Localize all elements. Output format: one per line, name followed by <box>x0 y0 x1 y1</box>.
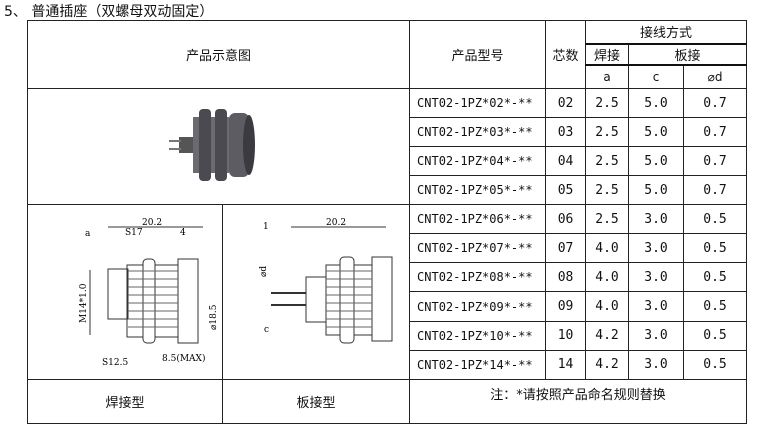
c-cell: 3.0 <box>628 262 685 293</box>
table-row: CNT02-1PZ*08*-** 08 4.0 3.0 0.5 <box>28 262 748 293</box>
table-row: CNT02-1PZ*02*-** 02 2.5 5.0 0.7 <box>26 88 748 205</box>
a-cell: 4.0 <box>585 291 630 322</box>
d-cell: 0.5 <box>683 262 748 293</box>
model-cell: CNT02-1PZ*06*-** <box>409 203 547 235</box>
d-cell: 0.5 <box>683 349 748 381</box>
svg-text:S12.5: S12.5 <box>102 358 128 368</box>
a-cell: 4.2 <box>585 320 630 351</box>
cores-cell: 02 <box>545 88 587 118</box>
model-cell: CNT02-1PZ*03*-** <box>409 117 547 147</box>
note: 注：*请按照产品命名规则替换 <box>409 379 748 424</box>
a-cell: 4.2 <box>585 349 630 381</box>
cores-cell: 03 <box>545 117 587 147</box>
model-cell: CNT02-1PZ*08*-** <box>409 262 547 293</box>
svg-text:c: c <box>264 325 269 335</box>
model-cell: CNT02-1PZ*10*-** <box>409 320 547 351</box>
svg-text:⌀18.5: ⌀18.5 <box>209 304 219 330</box>
cores-cell: 10 <box>545 320 587 351</box>
section-title: 5、 普通插座（双螺母双动固定） <box>4 4 214 20</box>
board-type-drawing: 1 20.2 ⌀d c <box>259 218 393 344</box>
table-row: CNT02-1PZ*03*-** 03 2.5 5.0 0.7 <box>28 117 748 147</box>
c-cell: 3.0 <box>628 291 685 322</box>
table-row: CNT02-1PZ*14*-** 14 4.2 3.0 0.5 <box>28 349 748 381</box>
cores-cell: 08 <box>545 262 587 293</box>
cores-cell: 05 <box>545 175 587 205</box>
svg-text:8.5(MAX): 8.5(MAX) <box>162 353 205 364</box>
c-cell: 3.0 <box>628 233 685 264</box>
a-cell: 2.5 <box>585 203 630 235</box>
board-drawing-cell: 1 20.2 ⌀d c <box>221 204 411 380</box>
svg-text:a: a <box>85 229 91 239</box>
a-cell: 2.5 <box>585 175 630 205</box>
svg-text:M14*1.0: M14*1.0 <box>79 283 89 323</box>
cores-cell: 14 <box>545 349 587 381</box>
a-cell: 2.5 <box>585 117 630 147</box>
d-cell: 0.5 <box>683 291 748 322</box>
c-cell: 5.0 <box>628 88 685 118</box>
cores-cell: 06 <box>545 203 587 235</box>
model-cell: CNT02-1PZ*02*-** <box>409 88 547 118</box>
a-cell: 2.5 <box>585 146 630 176</box>
header-wiring: 接线方式 <box>585 20 748 45</box>
table-row: CNT02-1PZ*05*-** 05 2.5 5.0 0.7 <box>28 175 748 205</box>
d-cell: 0.7 <box>683 146 748 176</box>
d-cell: 0.5 <box>683 320 748 351</box>
c-cell: 3.0 <box>628 203 685 235</box>
cores-cell: 07 <box>545 233 587 264</box>
model-cell: CNT02-1PZ*05*-** <box>409 175 547 205</box>
model-cell: CNT02-1PZ*07*-** <box>409 233 547 264</box>
c-cell: 3.0 <box>628 320 685 351</box>
svg-text:20.2: 20.2 <box>142 218 162 228</box>
c-cell: 5.0 <box>628 175 685 205</box>
table-row: CNT02-1PZ*09*-** 09 4.0 3.0 0.5 <box>28 291 748 322</box>
svg-text:S17: S17 <box>125 228 143 238</box>
d-cell: 0.5 <box>683 233 748 264</box>
label-board-type: 板接型 <box>221 379 411 424</box>
header-cores: 芯数 <box>545 20 587 89</box>
c-cell: 5.0 <box>628 146 685 176</box>
d-cell: 0.7 <box>683 88 748 118</box>
header-a: a <box>585 64 630 89</box>
svg-text:1: 1 <box>263 222 269 232</box>
svg-text:4: 4 <box>180 228 186 238</box>
model-cell: CNT02-1PZ*09*-** <box>409 291 547 322</box>
model-cell: CNT02-1PZ*14*-** <box>409 349 547 381</box>
svg-text:20.2: 20.2 <box>326 218 346 228</box>
a-cell: 4.0 <box>585 262 630 293</box>
d-cell: 0.5 <box>683 203 748 235</box>
product-photo-cell <box>26 88 411 205</box>
d-cell: 0.7 <box>683 175 748 205</box>
header-board: 板接 <box>628 43 748 66</box>
a-cell: 4.0 <box>585 233 630 264</box>
a-cell: 2.5 <box>585 88 630 118</box>
c-cell: 3.0 <box>628 349 685 381</box>
svg-text:⌀d: ⌀d <box>259 266 269 277</box>
header-image: 产品示意图 <box>26 20 411 89</box>
header-c: c <box>628 64 685 89</box>
table-row: CNT02-1PZ*04*-** 04 2.5 5.0 0.7 <box>28 146 748 176</box>
model-cell: CNT02-1PZ*04*-** <box>409 146 547 176</box>
cores-cell: 09 <box>545 291 587 322</box>
label-solder-type: 焊接型 <box>27 379 223 424</box>
d-cell: 0.7 <box>683 117 748 147</box>
c-cell: 5.0 <box>628 117 685 147</box>
header-solder: 焊接 <box>585 43 630 66</box>
connector-photo <box>168 108 255 181</box>
header-d: ⌀d <box>683 64 748 89</box>
cores-cell: 04 <box>545 146 587 176</box>
header-model: 产品型号 <box>409 20 547 89</box>
product-table: 产品示意图 产品型号 芯数 接线方式 焊接 板接 a c ⌀d CNT02-1P… <box>26 20 748 424</box>
